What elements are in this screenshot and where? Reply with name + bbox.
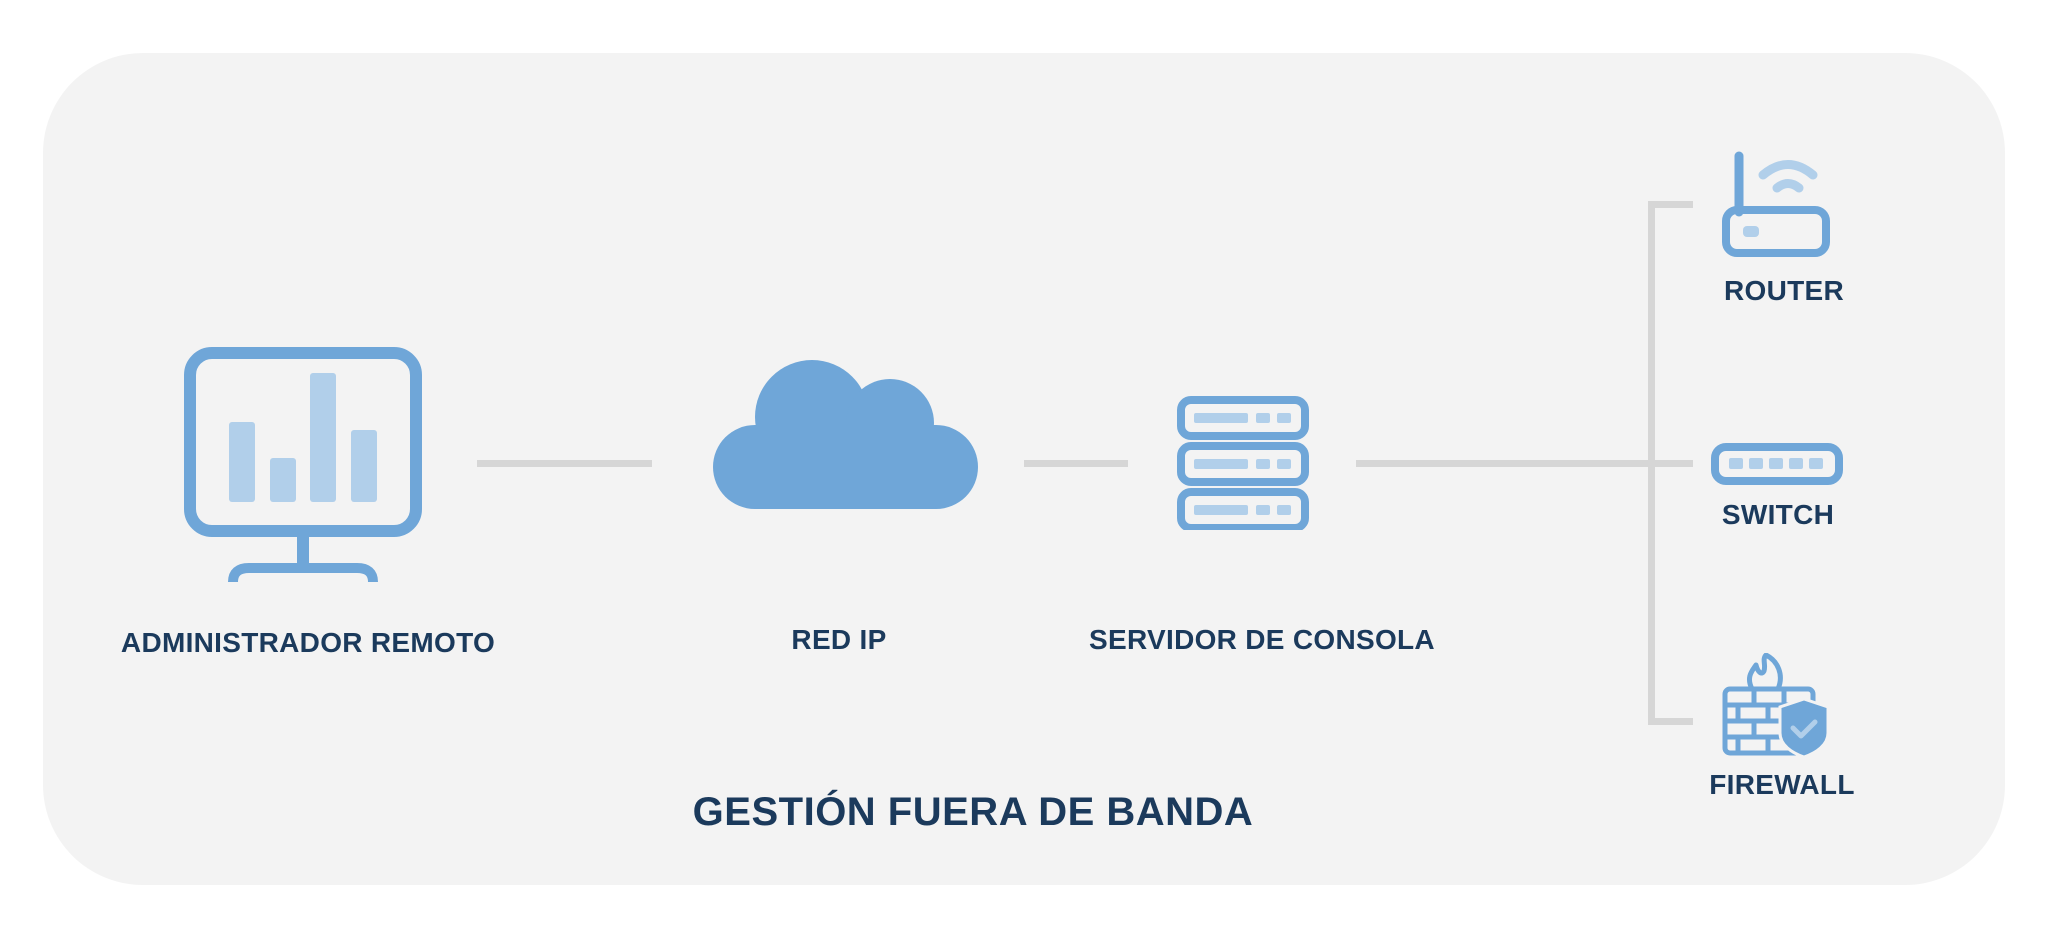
connector-bus-router	[1648, 201, 1693, 208]
firewall-shield-icon	[1722, 653, 1832, 757]
server-stack-icon	[1177, 396, 1309, 530]
connector-cloud-console	[1024, 460, 1128, 467]
connector-bus-vertical	[1648, 201, 1655, 725]
label-router: ROUTER	[1723, 275, 1845, 306]
monitor-chart-icon	[183, 346, 423, 586]
label-console-server: SERVIDOR DE CONSOLA	[1089, 624, 1435, 655]
network-switch-icon	[1711, 443, 1843, 485]
diagram-title: GESTIÓN FUERA DE BANDA	[692, 790, 1254, 834]
connector-console-bus	[1356, 460, 1693, 467]
label-switch: SWITCH	[1721, 499, 1835, 530]
connector-admin-cloud	[477, 460, 652, 467]
cloud-icon	[712, 357, 978, 509]
label-firewall: FIREWALL	[1709, 769, 1855, 800]
wifi-router-icon	[1720, 150, 1832, 258]
label-red-ip: RED IP	[791, 624, 887, 655]
label-admin: ADMINISTRADOR REMOTO	[120, 627, 496, 658]
connector-bus-firewall	[1648, 718, 1693, 725]
